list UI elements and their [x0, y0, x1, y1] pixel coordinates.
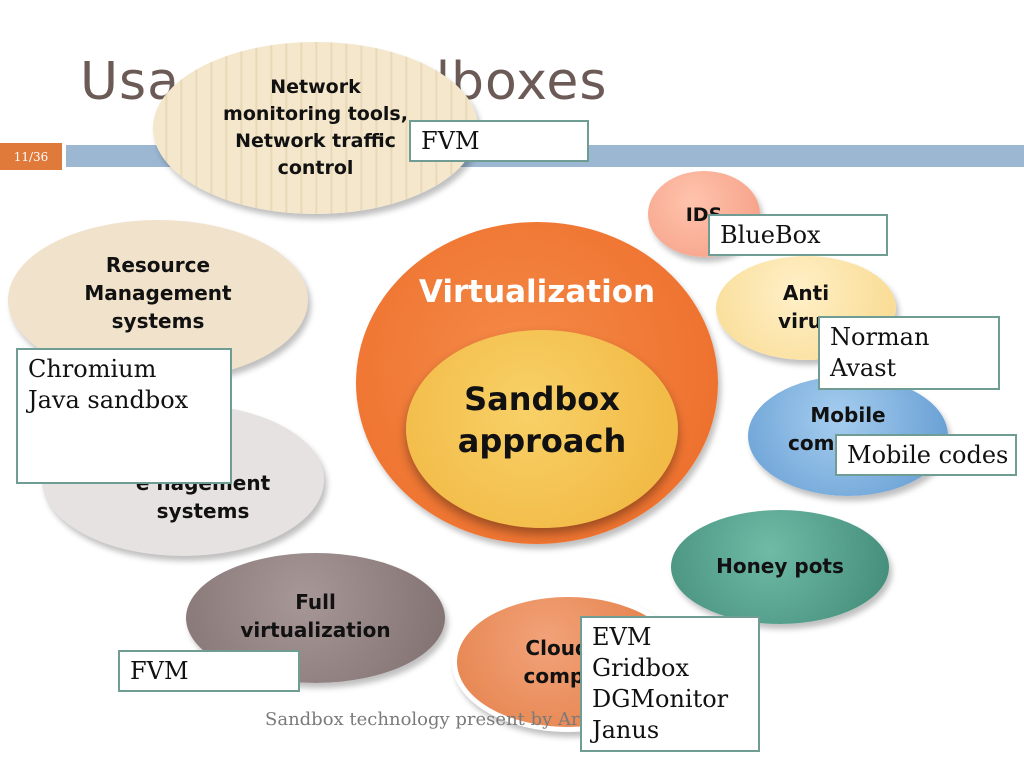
box-chromium-text: Chromium [28, 355, 157, 383]
box-norman-text: Norman [830, 323, 930, 351]
slide-number: 11/36 [0, 143, 62, 170]
box-norman-avast: Norman Avast [818, 316, 1000, 390]
box-fvm-top-text: FVM [421, 127, 480, 155]
box-fvm-top: FVM [409, 120, 589, 162]
box-evm-list: EVM Gridbox DGMonitor Janus [580, 616, 760, 752]
sandbox-circle: Sandbox approach [406, 330, 678, 528]
footer-text: Sandbox technology present by Arash Kara… [265, 709, 684, 730]
sandbox-label: Sandbox approach [457, 380, 627, 460]
box-dgmonitor-text: DGMonitor [592, 685, 729, 713]
box-mobile-codes: Mobile codes [835, 434, 1017, 476]
bubble-antivirus: Anti virus [716, 256, 896, 360]
box-evm-text: EVM [592, 623, 652, 651]
box-java-sandbox-text: Java sandbox [28, 386, 189, 414]
box-mobile-codes-text: Mobile codes [847, 441, 1009, 469]
box-avast-text: Avast [830, 354, 897, 382]
bubble-honey-label: Honey pots [716, 554, 844, 578]
box-chromium-java: Chromium Java sandbox [16, 348, 232, 484]
bubble-network-label: Network monitoring tools, Network traffi… [223, 76, 408, 179]
bubble-full-virtualization-label: Full virtualization [240, 590, 391, 642]
box-bluebox-text: BlueBox [720, 221, 821, 249]
box-bluebox: BlueBox [708, 214, 888, 256]
bubble-resource-label: Resource Management systems [84, 253, 232, 333]
box-gridbox-text: Gridbox [592, 654, 690, 682]
box-fvm-bottom: FVM [118, 650, 300, 692]
virtualization-label: Virtualization [418, 274, 656, 310]
bubble-honey-pots: Honey pots [671, 510, 889, 624]
box-fvm-bottom-text: FVM [130, 657, 189, 685]
box-janus-text: Janus [592, 716, 660, 744]
